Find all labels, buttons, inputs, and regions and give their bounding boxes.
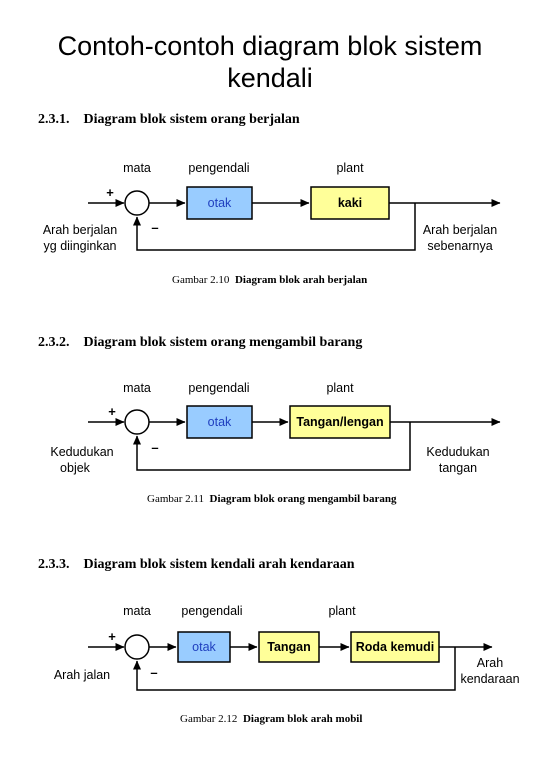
input-label-line-2: objek (60, 461, 91, 475)
plant-block-hand-label: Tangan (267, 640, 311, 654)
slide-title: Contoh-contoh diagram blok sistem kendal… (0, 30, 540, 94)
input-label-line-1: Kedudukan (50, 445, 113, 459)
sensor-label: mata (123, 161, 151, 175)
caption-text: Diagram blok arah berjalan (234, 274, 368, 286)
controller-label: pengendali (181, 604, 242, 618)
plant-label: plant (336, 161, 364, 175)
input-label-line-1: Arah jalan (54, 668, 110, 682)
section-1-heading-number: 2.3.1. (38, 112, 70, 127)
controller-block-label: otak (208, 196, 232, 210)
summing-junction (124, 634, 150, 660)
feedback-line (133, 422, 411, 471)
section-2-heading: 2.3.2. Diagram blok sistem orang mengamb… (38, 335, 362, 351)
caption-number: Gambar 2.12 (180, 713, 238, 725)
caption-text: Diagram blok arah mobil (242, 713, 363, 725)
caption-number: Gambar 2.10 (172, 274, 230, 286)
controller-block (186, 405, 253, 439)
summing-junction (124, 409, 150, 435)
summing-junction (124, 190, 150, 216)
output-label-line-1: Arah (477, 656, 503, 670)
section-3-heading-text: Diagram blok sistem kendali arah kendara… (83, 557, 355, 572)
input-label-line-2: yg diinginkan (44, 239, 117, 253)
diagram-walking: mata pengendali plant + otak kaki – Arah… (43, 161, 501, 253)
section-3-heading-number: 2.3.3. (38, 557, 70, 572)
section-1-caption: Gambar 2.10 Diagram blok arah berjalan (172, 274, 367, 286)
section-1-heading-text: Diagram blok sistem orang berjalan (83, 112, 300, 127)
sensor-label: mata (123, 381, 151, 395)
minus-sign: – (150, 665, 157, 680)
output-label-line-1: Kedudukan (426, 445, 489, 459)
section-2-heading-text: Diagram blok sistem orang mengambil bara… (83, 335, 363, 350)
section-2-heading-number: 2.3.2. (38, 335, 70, 350)
controller-label: pengendali (188, 161, 249, 175)
slide-title-line-2: kendali (227, 63, 313, 93)
diagram-vehicle: mata pengendali plant + otak Tangan Roda… (54, 604, 520, 691)
section-3-caption: Gambar 2.12 Diagram blok arah mobil (180, 713, 362, 725)
controller-label: pengendali (188, 381, 249, 395)
caption-number: Gambar 2.11 (147, 493, 205, 505)
slide-title-line-1: Contoh-contoh diagram blok sistem (57, 31, 483, 61)
output-label-line-2: tangan (439, 461, 477, 475)
controller-block-label: otak (192, 640, 216, 654)
minus-sign: – (151, 220, 158, 235)
plant-block (310, 186, 390, 220)
plant-block-hand (258, 631, 320, 663)
section-1-heading: 2.3.1. Diagram blok sistem orang berjala… (38, 112, 300, 128)
plus-sign: + (108, 404, 116, 419)
input-label-line-1: Arah berjalan (43, 223, 117, 237)
controller-block (177, 631, 231, 663)
minus-sign: – (151, 440, 158, 455)
plant-label: plant (328, 604, 356, 618)
controller-block-label: otak (208, 415, 232, 429)
plant-block-wheel-label: Roda kemudi (356, 640, 435, 654)
sensor-label: mata (123, 604, 151, 618)
plant-label: plant (326, 381, 354, 395)
section-2-caption: Gambar 2.11 Diagram blok orang mengambil… (147, 493, 397, 505)
caption-text: Diagram blok orang mengambil barang (209, 493, 397, 505)
output-label-line-1: Arah berjalan (423, 223, 497, 237)
plant-block-wheel (350, 631, 440, 663)
plus-sign: + (106, 185, 114, 200)
diagram-grasping: mata pengendali plant + otak Tangan/leng… (50, 381, 501, 475)
plant-block-label: kaki (338, 196, 362, 210)
feedback-line (133, 203, 416, 251)
section-3-heading: 2.3.3. Diagram blok sistem kendali arah … (38, 557, 355, 573)
plant-block-label: Tangan/lengan (296, 415, 383, 429)
output-label-line-2: kendaraan (460, 672, 519, 686)
plus-sign: + (108, 629, 116, 644)
output-label-line-2: sebenarnya (427, 239, 492, 253)
feedback-line (133, 647, 456, 691)
